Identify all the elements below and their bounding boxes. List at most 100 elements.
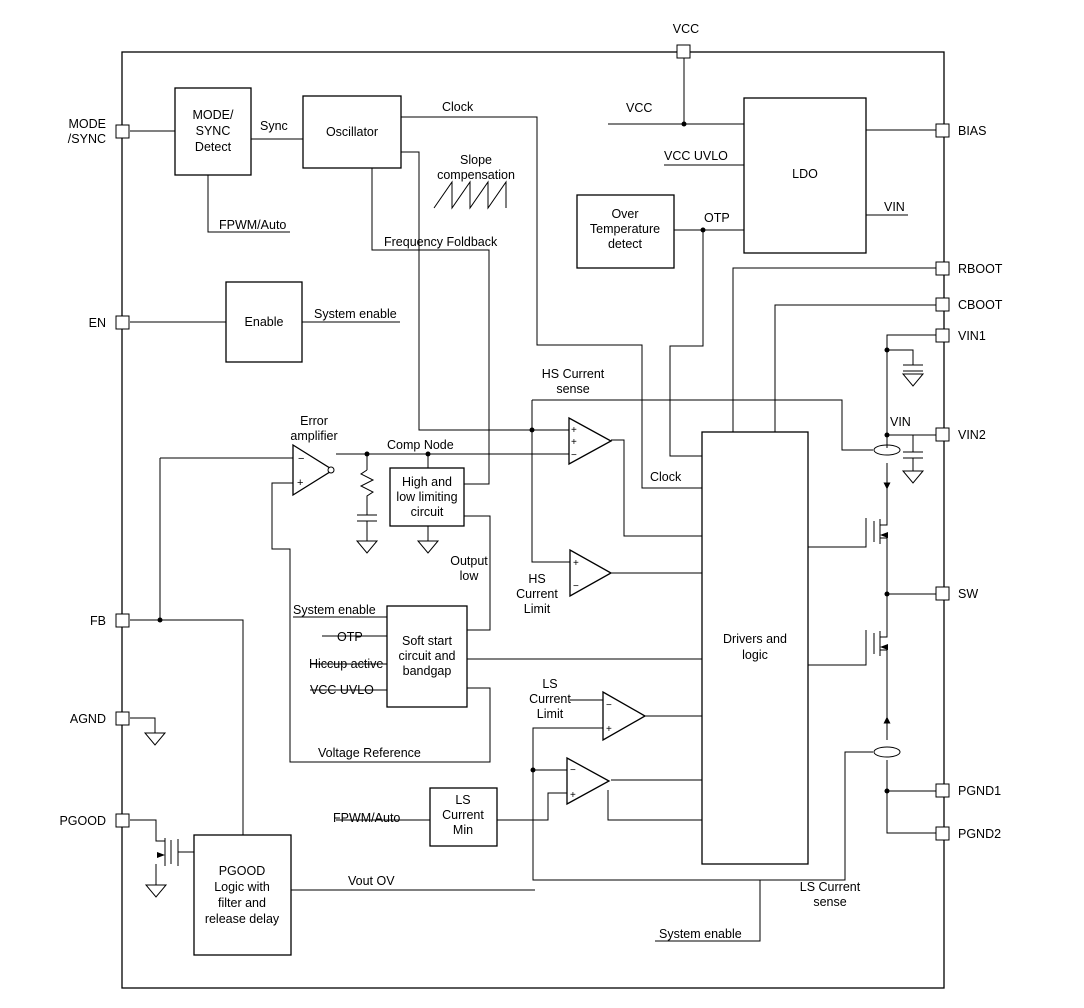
over-temp-line3: detect xyxy=(608,237,643,251)
over-temp-line2: Temperature xyxy=(590,222,660,236)
svg-text:BIAS: BIAS xyxy=(958,124,987,138)
signal-labels: Sync Clock VCC VCC UVLO OTP VIN Slope co… xyxy=(219,100,911,941)
hs-fet xyxy=(873,519,881,544)
svg-text:VIN2: VIN2 xyxy=(958,428,986,442)
svg-text:VCC: VCC xyxy=(673,22,699,36)
mode-sync-detect-line3: Detect xyxy=(195,140,232,154)
svg-text:PGND1: PGND1 xyxy=(958,784,1001,798)
label-hs-limit-2: Current xyxy=(516,587,558,601)
svg-text:AGND: AGND xyxy=(70,712,106,726)
label-otp-ldo: OTP xyxy=(704,211,730,225)
label-system-enable-en: System enable xyxy=(314,307,397,321)
ls-min-line2: Current xyxy=(442,808,484,822)
enable-label: Enable xyxy=(245,315,284,329)
label-hs-sense-2: sense xyxy=(556,382,589,396)
svg-text:PGOOD: PGOOD xyxy=(59,814,106,828)
label-freq-foldback: Frequency Foldback xyxy=(384,235,498,249)
pin-sw: SW xyxy=(935,586,978,601)
label-clock-top: Clock xyxy=(442,100,474,114)
block-ldo: LDO xyxy=(743,97,867,254)
ic-boundary xyxy=(121,51,945,989)
block-pgood-logic: PGOOD Logic with filter and release dela… xyxy=(193,834,292,956)
label-error-amp-1: Error xyxy=(300,414,328,428)
svg-text:EN: EN xyxy=(89,316,106,330)
label-vin-ldo: VIN xyxy=(884,200,905,214)
pin-pgood: PGOOD xyxy=(59,813,130,828)
pin-en: EN xyxy=(89,315,130,330)
svg-text:+: + xyxy=(571,425,577,436)
svg-text:+: + xyxy=(606,724,612,735)
label-vin-node: VIN xyxy=(890,415,911,429)
pin-pgnd2: PGND2 xyxy=(935,826,1001,841)
pin-bias: BIAS xyxy=(935,123,987,138)
svg-text:FB: FB xyxy=(90,614,106,628)
svg-text:−: − xyxy=(298,453,304,465)
label-fpwm-top: FPWM/Auto xyxy=(219,218,286,232)
mode-sync-detect-line2: SYNC xyxy=(196,124,231,138)
label-ls-sense-2: sense xyxy=(813,895,846,909)
pin-vin1: VIN1 xyxy=(935,328,986,343)
pin-cboot: CBOOT xyxy=(935,297,1003,312)
svg-text:CBOOT: CBOOT xyxy=(958,298,1003,312)
label-ls-limit-1: LS xyxy=(542,677,557,691)
pgood-fet xyxy=(164,838,172,866)
block-ls-current-min: LS Current Min xyxy=(429,787,498,847)
label-error-amp-2: amplifier xyxy=(290,429,337,443)
label-ss-otp: OTP xyxy=(337,630,363,644)
ls-min-line1: LS xyxy=(455,793,470,807)
block-enable: Enable xyxy=(225,281,303,363)
label-ls-limit-3: Limit xyxy=(537,707,564,721)
drivers-line1: Drivers and xyxy=(723,632,787,646)
pgood-logic-line4: release delay xyxy=(205,912,280,926)
label-output-low-2: low xyxy=(460,569,480,583)
error-amplifier: − + xyxy=(292,443,335,497)
svg-text:VIN1: VIN1 xyxy=(958,329,986,343)
pin-rboot: RBOOT xyxy=(935,261,1003,276)
hs-current-sense-loop xyxy=(873,444,901,456)
high-low-line2: low limiting xyxy=(396,490,457,504)
svg-text:+: + xyxy=(570,790,576,801)
pin-fb: FB xyxy=(90,613,130,628)
block-high-low-limit: High and low limiting circuit xyxy=(389,467,465,527)
svg-text:+: + xyxy=(573,558,579,569)
block-oscillator: Oscillator xyxy=(302,95,402,169)
label-slope-2: compensation xyxy=(437,168,515,182)
label-voltage-reference: Voltage Reference xyxy=(318,746,421,760)
label-hs-limit-3: Limit xyxy=(524,602,551,616)
label-comp-node: Comp Node xyxy=(387,438,454,452)
label-ls-limit-2: Current xyxy=(529,692,571,706)
block-over-temperature: Over Temperature detect xyxy=(576,194,675,269)
svg-text:−: − xyxy=(606,700,612,711)
ls-current-min-comparator: − + xyxy=(566,756,611,806)
pin-agnd: AGND xyxy=(70,711,130,726)
label-fpwm-bottom: FPWM/Auto xyxy=(333,811,400,825)
pgood-logic-line2: Logic with xyxy=(214,880,270,894)
oscillator-label: Oscillator xyxy=(326,125,378,139)
label-ss-vcc-uvlo: VCC UVLO xyxy=(310,683,374,697)
soft-start-line3: bandgap xyxy=(403,664,452,678)
high-low-line1: High and xyxy=(402,475,452,489)
label-clock-drv: Clock xyxy=(650,470,682,484)
ls-current-limit-comparator: − + xyxy=(602,690,647,742)
ls-current-sense-loop xyxy=(873,746,901,758)
ls-min-line3: Min xyxy=(453,823,473,837)
mode-sync-detect-line1: MODE/ xyxy=(193,108,235,122)
label-vout-ov: Vout OV xyxy=(348,874,395,888)
label-hs-limit-1: HS xyxy=(528,572,545,586)
hs-pwm-comparator: + + − xyxy=(568,416,613,466)
svg-text:−: − xyxy=(573,581,579,592)
label-output-low-1: Output xyxy=(450,554,488,568)
svg-text:−: − xyxy=(571,450,577,461)
svg-text:SW: SW xyxy=(958,587,978,601)
ground-symbols xyxy=(143,364,925,898)
label-system-enable-bottom: System enable xyxy=(659,927,742,941)
ls-fet xyxy=(873,631,881,656)
hs-current-limit-comparator: + − xyxy=(569,548,613,598)
block-soft-start: Soft start circuit and bandgap xyxy=(386,605,468,708)
drivers-line2: logic xyxy=(742,648,768,662)
block-drivers-logic: Drivers and logic xyxy=(701,431,809,865)
pin-vcc: VCC xyxy=(673,22,699,59)
label-slope-1: Slope xyxy=(460,153,492,167)
ldo-label: LDO xyxy=(792,167,818,181)
